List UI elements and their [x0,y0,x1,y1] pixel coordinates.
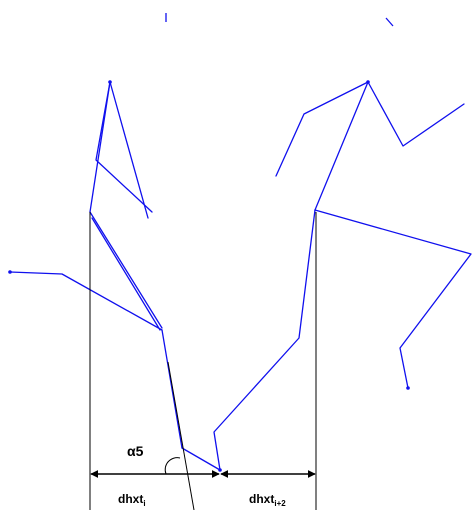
left-figure-back-leg [9,271,163,331]
angle-arc [164,457,181,475]
dist-left-label: dhxti [118,492,146,508]
left-figure-head-joint [108,80,112,84]
right-figure-left-arm [275,81,369,177]
left-figure-thigh [89,211,163,329]
right-figure-front-leg [314,209,472,389]
right-figure-rear-leg [213,209,316,471]
dist-right-base: dhxt [249,492,274,506]
right-figure-joints [366,80,410,390]
dist-right-label: dhxti+2 [249,492,286,508]
right-figure-head-joint [366,80,370,84]
angle-label: α5 [127,443,144,459]
right-figure-front-foot-joint [406,386,410,390]
dist-left-subscript: i [143,499,145,508]
left-figure-head-line [109,81,149,219]
left-figure-arm [95,81,153,213]
guide-leg-extension [167,361,195,510]
guide-lines [89,212,317,510]
left-figure-foot [181,447,221,471]
left-figure-back-foot-joint [8,270,12,274]
dist-right-subscript: i+2 [274,499,286,508]
stick-figure-left [9,81,221,471]
right-figure-torso [314,81,369,211]
left-figure-joints [8,80,222,472]
dist-left-base: dhxt [118,492,143,506]
stray-marks [165,13,394,27]
stick-figure-right [213,81,472,471]
left-figure-shin [161,329,183,449]
left-figure-thigh-2 [91,217,161,331]
stray-mark-right [385,17,394,27]
right-figure-right-arm [367,81,465,147]
